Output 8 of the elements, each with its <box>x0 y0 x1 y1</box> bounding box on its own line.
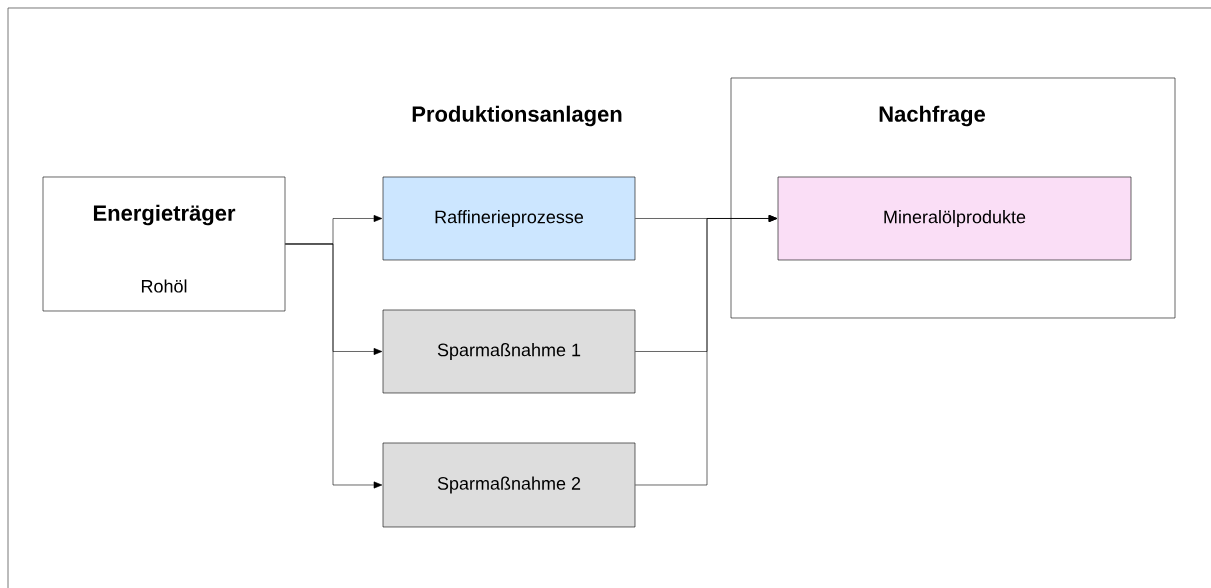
arrow <box>285 243 383 489</box>
arrow <box>635 215 778 486</box>
process-box: Sparmaßnahme 1 <box>382 309 636 394</box>
product-box: Mineralölprodukte <box>777 176 1132 261</box>
process-box: Raffinerieprozesse <box>382 176 636 261</box>
heading: Produktionsanlagen <box>412 105 622 127</box>
source-box: Energieträger Rohöl <box>42 176 286 312</box>
process-box: Sparmaßnahme 2 <box>382 442 636 528</box>
